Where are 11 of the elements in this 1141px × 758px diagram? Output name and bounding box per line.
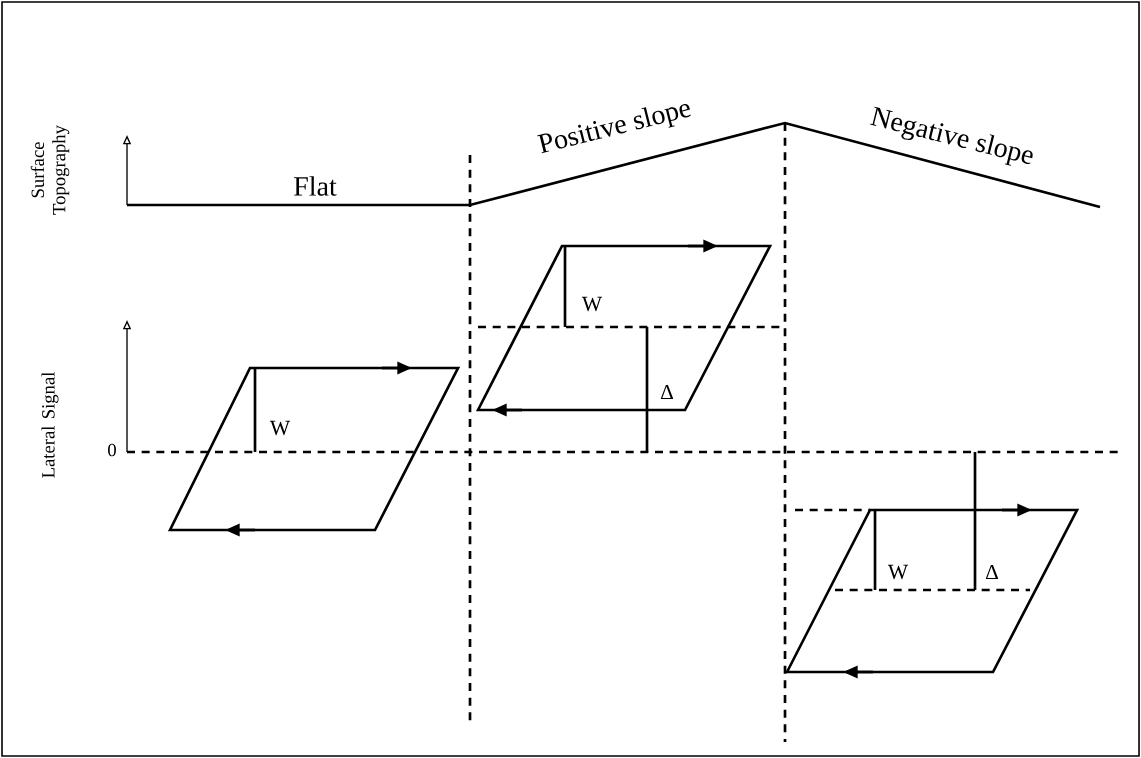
- loop-label: W: [581, 296, 603, 312]
- region-label: Flat: [294, 176, 337, 196]
- axis-label: 0: [108, 443, 116, 457]
- loop-label: Δ: [660, 385, 674, 400]
- loop-label: W: [887, 564, 909, 580]
- loop-label: W: [269, 420, 291, 436]
- loop-label: Δ: [985, 565, 999, 580]
- region-label: Negative slope: [870, 106, 1033, 166]
- region-label: Positive slope: [537, 104, 691, 154]
- axis-label: Lateral Signal: [41, 372, 59, 478]
- axis-label: Surface Topography: [30, 125, 70, 215]
